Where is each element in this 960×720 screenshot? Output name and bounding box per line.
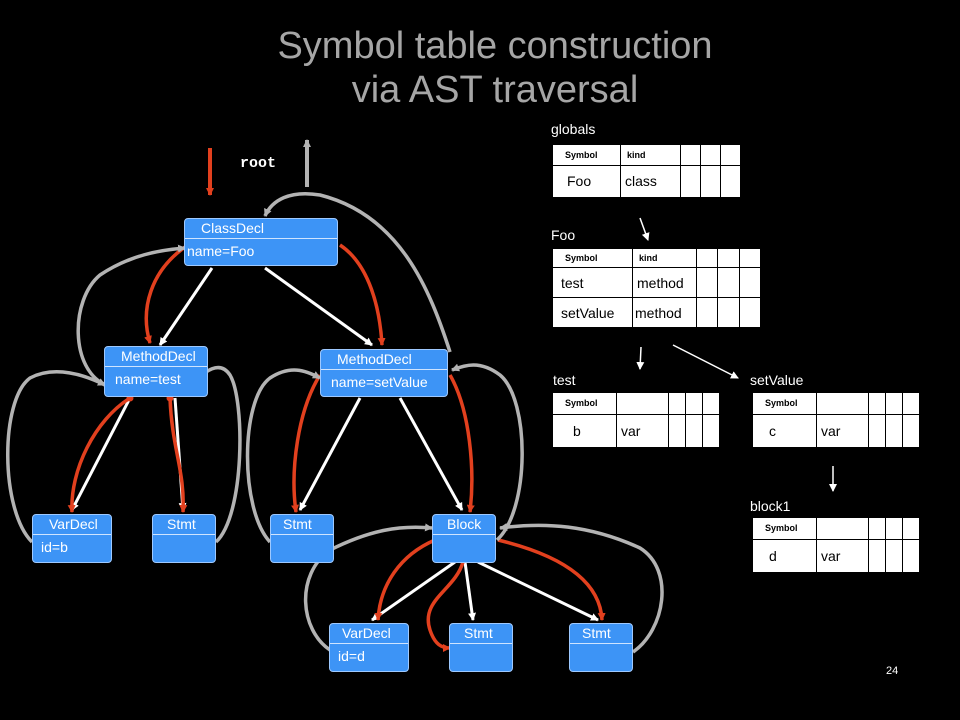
descend-block-stmt2 <box>497 538 606 621</box>
symbol-cell: setValue <box>552 297 633 328</box>
globals-table-label: globals <box>551 121 596 137</box>
ast-node-stmt-block-2[interactable]: Stmt <box>569 623 633 672</box>
test-symbol-table: Symbol b var <box>550 390 722 450</box>
node-property: name=setValue <box>331 374 428 390</box>
symbol-cell: b <box>552 413 617 449</box>
node-header: MethodDecl <box>105 347 207 367</box>
symbol-header: Symbol <box>552 247 633 269</box>
setvalue-symbol-table: Symbol c var <box>750 390 922 450</box>
edge-methoddecl-setvalue-block <box>398 397 464 511</box>
node-header: Stmt <box>271 515 333 535</box>
symbol-header: Symbol <box>752 392 817 415</box>
slide-title-line1: Symbol table construction <box>277 25 713 67</box>
kind-cell: method <box>632 297 697 328</box>
ast-node-vardecl-d[interactable]: VarDecl id=d <box>329 623 409 672</box>
edge-classdecl-methoddecl-test <box>158 267 214 346</box>
node-header: MethodDecl <box>321 350 447 370</box>
ast-node-stmt-setvalue[interactable]: Stmt <box>270 514 334 563</box>
kind-cell: var <box>616 413 669 449</box>
symbol-header: Symbol <box>752 517 817 540</box>
node-header: Stmt <box>153 515 215 535</box>
foo-to-setvalue-arrow <box>672 344 739 379</box>
node-property: id=b <box>41 539 68 555</box>
foo-table-label: Foo <box>551 227 576 243</box>
descend-methoddecl-setvalue-block <box>448 374 475 513</box>
kind-cell: method <box>632 267 697 299</box>
node-header: Stmt <box>570 624 632 644</box>
ast-node-stmt-block-1[interactable]: Stmt <box>449 623 513 672</box>
descend-block-vardecl-d <box>374 538 436 621</box>
node-header: VarDecl <box>330 624 408 644</box>
descend-methoddecl-setvalue-stmt <box>291 374 322 513</box>
descend-classdecl-methoddecl-setvalue <box>339 243 386 346</box>
node-header: Stmt <box>450 624 512 644</box>
return-stmt-methoddecl-setvalue <box>245 368 321 544</box>
kind-cell: class <box>620 164 681 199</box>
ast-node-block[interactable]: Block <box>432 514 496 563</box>
root-label: root <box>240 155 277 172</box>
kind-cell: var <box>816 538 869 574</box>
test-table-label: test <box>553 372 576 388</box>
kind-header: kind <box>632 247 697 269</box>
descend-classdecl-methoddecl-test <box>144 243 189 344</box>
foo-symbol-table: Symbol kind test method setValue method <box>550 246 763 330</box>
symbol-header: Symbol <box>552 392 617 415</box>
block1-table-label: block1 <box>750 498 791 514</box>
edge-methoddecl-test-vardecl <box>70 397 132 511</box>
kind-header: kind <box>620 144 681 166</box>
edge-block-vardecl-d <box>371 560 456 622</box>
symbol-cell: Foo <box>552 164 621 199</box>
ast-node-stmt-test[interactable]: Stmt <box>152 514 216 563</box>
descend-methoddecl-test-stmt <box>168 397 188 513</box>
kind-cell: var <box>816 413 869 449</box>
return-methoddecl-setvalue-classdecl <box>263 192 452 353</box>
node-header: Block <box>433 515 495 535</box>
ast-node-classdecl[interactable]: ClassDecl name=Foo <box>184 218 338 266</box>
node-header: ClassDecl <box>185 219 337 239</box>
setvalue-table-label: setValue <box>750 372 804 388</box>
descend-block-stmt1 <box>426 561 465 652</box>
node-property: id=d <box>338 648 365 664</box>
block1-symbol-table: Symbol d var <box>750 515 922 575</box>
page-number: 24 <box>886 665 899 677</box>
return-vardecl-b-methoddecl-test <box>6 370 106 544</box>
slide-title-line2: via AST traversal <box>351 69 639 111</box>
edge-methoddecl-setvalue-stmt <box>298 397 362 511</box>
ast-node-methoddecl-test[interactable]: MethodDecl name=test <box>104 346 208 397</box>
return-block-methoddecl-setvalue <box>451 363 524 542</box>
node-property: name=test <box>115 371 181 387</box>
edge-block-stmt1 <box>463 561 477 621</box>
edge-classdecl-methoddecl-setvalue <box>264 266 373 347</box>
return-methoddecl-test-classdecl <box>76 244 186 387</box>
globals-to-foo-arrow <box>639 217 650 241</box>
globals-symbol-table: Symbol kind Foo class <box>550 142 743 200</box>
symbol-header: Symbol <box>552 144 621 166</box>
foo-to-test-arrow <box>636 346 645 370</box>
node-header: VarDecl <box>33 515 111 535</box>
return-stmt-methoddecl-test <box>190 365 242 544</box>
edge-block-stmt2 <box>477 560 599 622</box>
symbol-cell: c <box>752 413 817 449</box>
symbol-cell: d <box>752 538 817 574</box>
ast-node-vardecl-b[interactable]: VarDecl id=b <box>32 514 112 563</box>
ast-node-methoddecl-setvalue[interactable]: MethodDecl name=setValue <box>320 349 448 397</box>
symbol-cell: test <box>552 267 633 299</box>
descend-methoddecl-test-vardecl <box>67 396 131 513</box>
node-property: name=Foo <box>187 243 255 259</box>
return-stmt2-block <box>499 523 664 654</box>
